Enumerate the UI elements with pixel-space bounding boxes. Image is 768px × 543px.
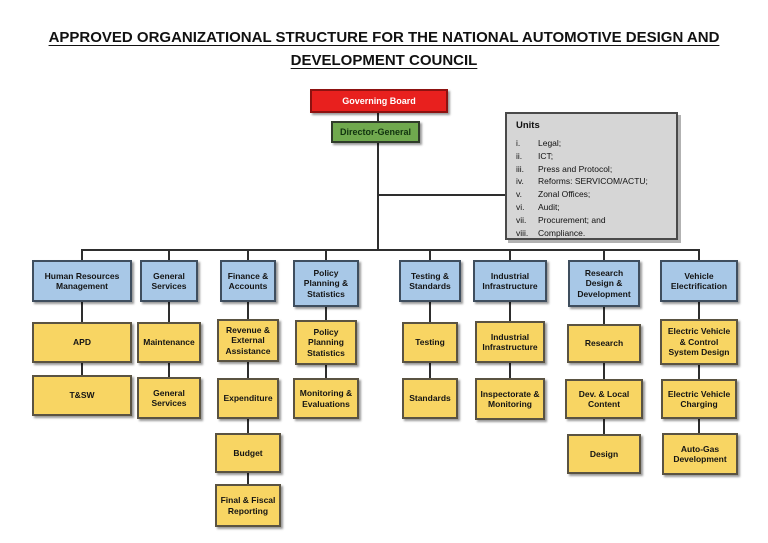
unit-label: ICT; [538, 150, 554, 161]
sub-electric-vehicle-control-system-design: Electric Vehicle & Control System Design [660, 319, 738, 365]
dept-testing-standards: Testing & Standards [399, 260, 461, 302]
sub-dev-local-content: Dev. & Local Content [565, 379, 643, 419]
sub-policy-planning-statistics: Policy Planning Statistics [295, 320, 357, 365]
unit-label: Reforms: SERVICOM/ACTU; [538, 176, 648, 187]
unit-item-legal: i. Legal; [516, 137, 667, 150]
unit-numeral: iii. [516, 163, 525, 174]
sub-monitoring-evaluations: Monitoring & Evaluations [293, 378, 359, 419]
page-title: APPROVED ORGANIZATIONAL STRUCTURE FOR TH… [48, 29, 720, 69]
unit-numeral: i. [516, 138, 521, 148]
sub-expenditure: Expenditure [217, 378, 279, 419]
sub-auto-gas-development: Auto-Gas Development [662, 433, 738, 475]
unit-item-zonal-offices: v. Zonal Offices; [516, 188, 667, 201]
sub-inspectorate-monitoring: Inspectorate & Monitoring [475, 378, 545, 420]
unit-item-compliance: viii. Compliance. [516, 227, 667, 240]
dept-industrial-infrastructure: Industrial Infrastructure [473, 260, 547, 302]
units-panel: Units i. Legal; ii. ICT; iii. Press and … [505, 112, 678, 240]
sub-testing: Testing [402, 322, 458, 363]
unit-numeral: ii. [516, 150, 523, 161]
units-panel-title: Units [516, 120, 540, 131]
sub-standards: Standards [402, 378, 458, 419]
unit-label: Zonal Offices; [538, 189, 591, 200]
sub-research: Research [567, 324, 641, 363]
dept-vehicle-electrification: Vehicle Electrification [660, 260, 738, 302]
sub-industrial-infrastructure: Industrial Infrastructure [475, 321, 545, 363]
unit-item-audit: vi. Audit; [516, 201, 667, 214]
dept-human-resources-management: Human Resources Management [32, 260, 132, 302]
unit-numeral: iv. [516, 176, 524, 187]
sub-general-services: General Services [137, 377, 201, 419]
sub-tsw: T&SW [32, 375, 132, 416]
unit-item-ict: ii. ICT; [516, 150, 667, 163]
unit-item-procurement: vii. Procurement; and [516, 214, 667, 227]
node-director-general: Director-General [331, 121, 420, 143]
unit-label: Press and Protocol; [538, 163, 613, 174]
sub-electric-vehicle-charging: Electric Vehicle Charging [661, 379, 737, 419]
sub-final-fiscal-reporting: Final & Fiscal Reporting [215, 484, 281, 527]
sub-revenue-external-assistance: Revenue & External Assistance [217, 319, 279, 362]
unit-numeral: vii. [516, 214, 527, 225]
unit-numeral: viii. [516, 227, 529, 238]
node-governing-board: Governing Board [310, 89, 448, 113]
sub-apd: APD [32, 322, 132, 363]
unit-numeral: vi. [516, 201, 525, 212]
sub-budget: Budget [215, 433, 281, 473]
unit-item-reforms: iv. Reforms: SERVICOM/ACTU; [516, 175, 667, 188]
unit-label: Compliance. [538, 227, 586, 238]
unit-label: Procurement; and [538, 214, 606, 225]
sub-maintenance: Maintenance [137, 322, 201, 363]
unit-label: Audit; [538, 201, 560, 212]
unit-label: Legal; [538, 138, 562, 148]
dept-policy-planning-statistics: Policy Planning & Statistics [293, 260, 359, 307]
unit-item-press-and-protocol: iii. Press and Protocol; [516, 163, 667, 176]
unit-numeral: v. [516, 189, 522, 200]
dept-general-services: General Services [140, 260, 198, 302]
dept-research-design-development: Research Design & Development [568, 260, 640, 307]
sub-design: Design [567, 434, 641, 474]
dept-finance-accounts: Finance & Accounts [220, 260, 276, 302]
